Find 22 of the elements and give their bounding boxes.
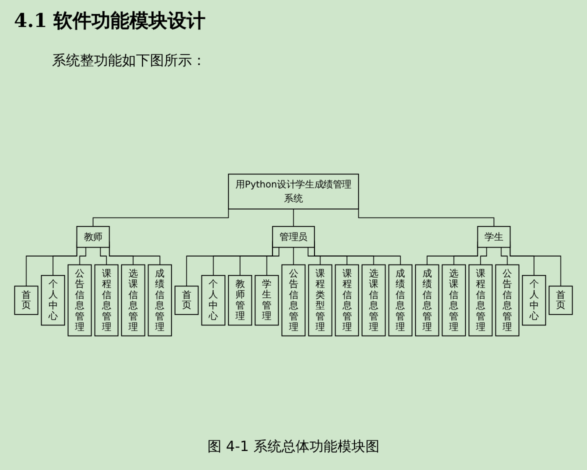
connector: [100, 246, 107, 266]
connector: [293, 208, 294, 227]
node-box: 课程信息管理: [468, 264, 493, 336]
connector: [308, 246, 321, 266]
intro-text: 系统整功能如下图所示：: [52, 52, 206, 70]
node-box: 公告信息管理: [281, 264, 306, 336]
connector: [266, 246, 280, 276]
section-heading: 4.1 软件功能模块设计: [14, 9, 206, 34]
connector: [293, 246, 294, 266]
connector: [480, 246, 488, 266]
node-box: 管理员: [272, 226, 315, 248]
node-box: 教师: [76, 226, 110, 248]
node-box: 课程信息管理: [94, 264, 118, 336]
node-box: 用Python设计学生成绩管理系统: [228, 174, 359, 210]
connector: [79, 246, 86, 266]
node-box: 公告信息管理: [495, 264, 520, 336]
node-box: 公告信息管理: [68, 264, 92, 336]
figure-caption: 图 4-1 系统总体功能模块图: [206, 438, 380, 456]
node-box: 课程类型管理: [308, 264, 332, 336]
connector: [500, 246, 508, 266]
node-box: 课程信息管理: [334, 264, 359, 336]
node-box: 学生: [477, 226, 511, 248]
